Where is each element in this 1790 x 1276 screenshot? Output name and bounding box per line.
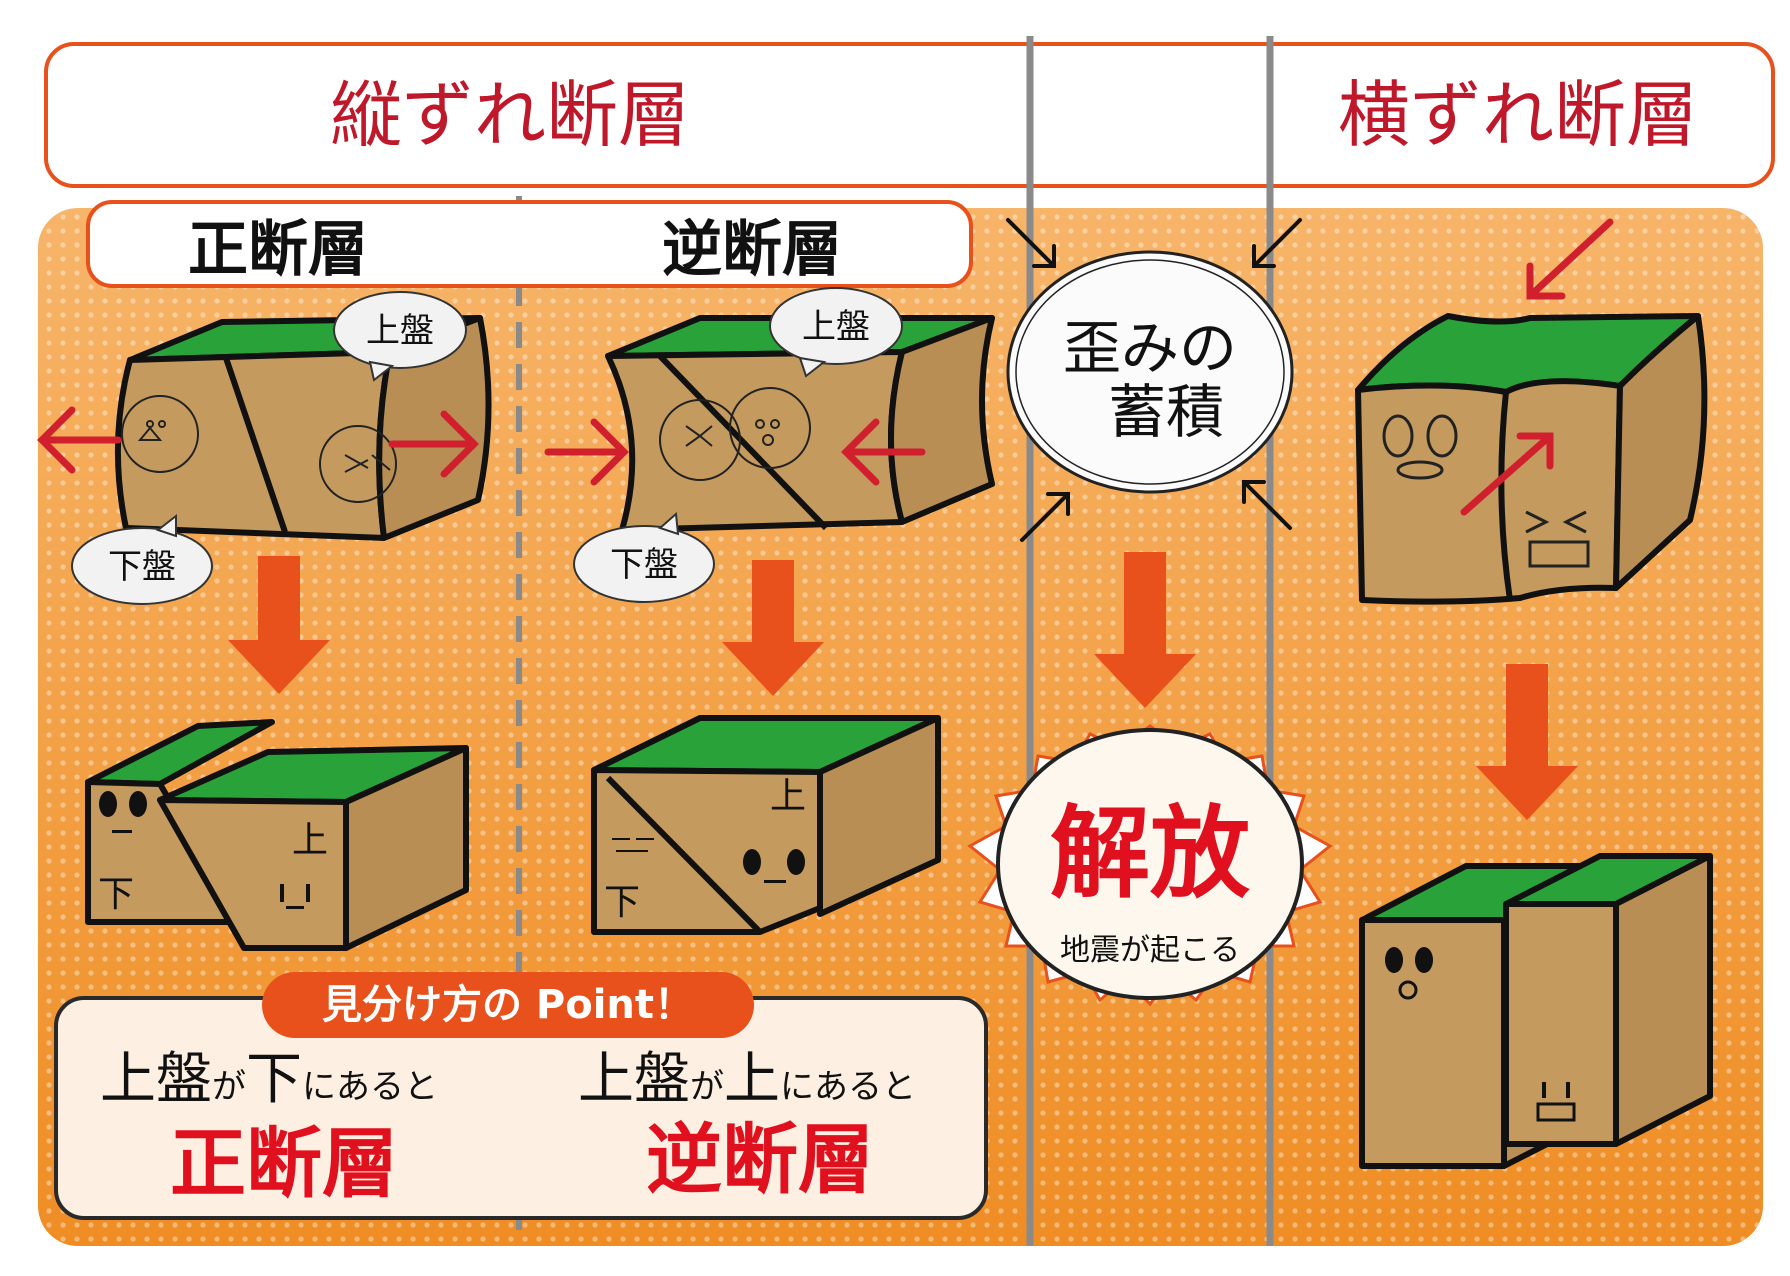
- normal-footwall-label: 下盤: [108, 547, 176, 587]
- normal-hanging-wall-label: 上盤: [366, 311, 434, 351]
- reverse-before-face-marks: [685, 419, 780, 447]
- reverse-footwall-label: 下盤: [610, 545, 678, 585]
- reverse-down-arrow: [722, 560, 824, 696]
- normal-mark-upper: 上: [292, 820, 328, 861]
- point-tag: [262, 972, 754, 1038]
- normal-hanging-wall-bubble: [333, 291, 467, 382]
- point-tag-text: 見分け方の Point！: [322, 982, 694, 1028]
- release-title: 解放: [1050, 795, 1250, 912]
- reverse-mark-lower: 下: [604, 882, 640, 923]
- normal-down-arrow: [228, 556, 330, 694]
- header-box: [44, 42, 1775, 188]
- release-down-arrow: [1094, 552, 1196, 708]
- reverse-before-face-left: [659, 399, 741, 481]
- reverse-mark-upper: 上: [770, 776, 806, 817]
- normal-after-face-marks: [99, 791, 310, 909]
- reverse-fault-heading: 逆断層: [662, 215, 842, 285]
- point-right-rule: 上盤が上にあると: [578, 1047, 916, 1112]
- strike-slip-after-block: [1359, 853, 1713, 1169]
- reverse-hanging-wall-label: 上盤: [802, 307, 870, 347]
- strain-text-line1: 歪みの: [1063, 314, 1237, 382]
- strain-compression-arrows: [1006, 218, 1302, 542]
- normal-before-face-marks: [137, 420, 391, 473]
- reverse-hanging-wall-bubble: [769, 287, 903, 378]
- normal-fault-heading: 正断層: [188, 215, 368, 285]
- middle-column-lines: [1026, 36, 1274, 1246]
- point-left-rule: 上盤が下にあると: [100, 1047, 438, 1112]
- reverse-before-face-right: [729, 387, 811, 469]
- reverse-after-face-marks: [612, 838, 805, 883]
- reverse-push-arrows: [544, 418, 926, 486]
- strain-bubble: [1006, 250, 1294, 494]
- normal-before-face-left: [121, 395, 199, 473]
- release-subtitle: 地震が起こる: [1060, 933, 1240, 968]
- strike-slip-down-arrow: [1476, 664, 1578, 820]
- strike-slip-shear-arrows: [1460, 218, 1614, 516]
- point-right-result: 逆断層: [646, 1115, 874, 1204]
- normal-fault-after-block: [85, 719, 469, 951]
- normal-pull-arrows: [37, 406, 479, 478]
- point-left-result: 正断層: [170, 1119, 398, 1208]
- reverse-fault-after-block: [591, 715, 941, 935]
- normal-footwall-bubble: [71, 513, 213, 605]
- vertical-faults-title: 縦ずれ断層: [330, 73, 690, 157]
- strain-text-line2: 蓄積: [1108, 378, 1224, 446]
- strike-slip-before-faces: [1382, 414, 1590, 568]
- normal-mark-lower: 下: [98, 874, 134, 915]
- normal-before-face-right: [319, 425, 397, 503]
- subheader-box: [86, 200, 973, 288]
- strike-slip-after-faces: [1385, 947, 1576, 1122]
- reverse-footwall-bubble: [573, 511, 715, 603]
- release-burst: [967, 724, 1333, 1007]
- horizontal-faults-title: 横ずれ断層: [1338, 73, 1698, 157]
